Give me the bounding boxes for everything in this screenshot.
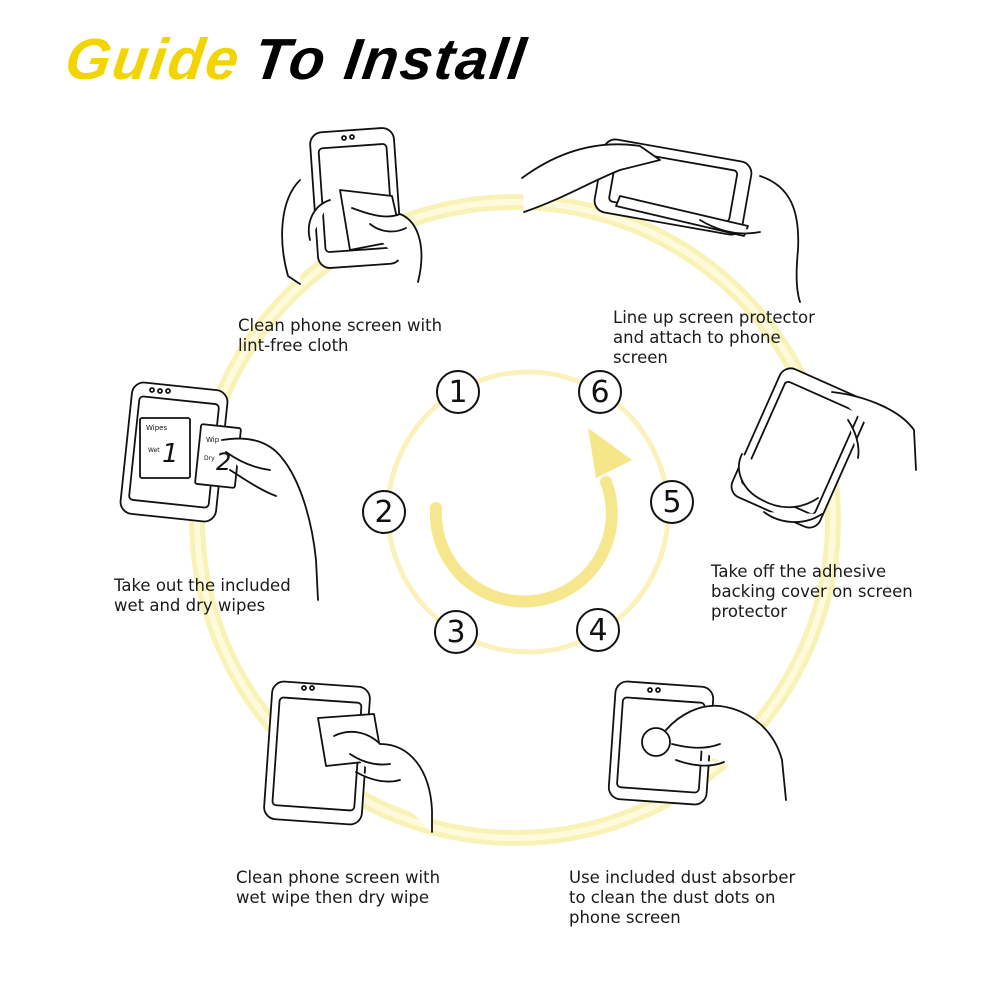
svg-text:Wipes: Wipes xyxy=(146,424,167,432)
step2-caption: Take out the included wet and dry wipes xyxy=(114,576,291,615)
cycle-arrow-head xyxy=(588,428,632,478)
step3-number: 3 xyxy=(434,610,478,654)
title-guide: Guide xyxy=(61,27,245,92)
step6-caption: Line up screen protector and attach to p… xyxy=(613,308,815,367)
step4-caption: Use included dust absorber to clean the … xyxy=(569,868,796,927)
svg-text:Wip: Wip xyxy=(206,436,220,444)
title-to-install: To Install xyxy=(249,27,532,92)
step2-illustration xyxy=(119,381,319,601)
step4-number: 4 xyxy=(576,608,620,652)
svg-text:Dry: Dry xyxy=(204,455,215,462)
step3-illustration xyxy=(263,680,433,833)
step1-number: 1 xyxy=(436,370,480,414)
step1-caption: Clean phone screen with lint-free cloth xyxy=(238,316,443,355)
step3-caption: Clean phone screen with wet wipe then dr… xyxy=(236,868,441,907)
svg-text:1: 1 xyxy=(162,439,179,469)
page-title: GuideTo Install xyxy=(61,26,531,93)
svg-text:Wet: Wet xyxy=(148,447,160,454)
step4-illustration xyxy=(607,680,787,806)
step5-illustration xyxy=(730,367,917,529)
step5-number: 5 xyxy=(650,480,694,524)
cycle-arrow xyxy=(429,476,618,608)
step6-number: 6 xyxy=(578,370,622,414)
svg-text:2: 2 xyxy=(216,448,231,476)
step1-illustration xyxy=(281,127,423,285)
step2-number: 2 xyxy=(362,490,406,534)
step5-caption: Take off the adhesive backing cover on s… xyxy=(711,562,913,621)
step6-illustration xyxy=(521,138,801,303)
